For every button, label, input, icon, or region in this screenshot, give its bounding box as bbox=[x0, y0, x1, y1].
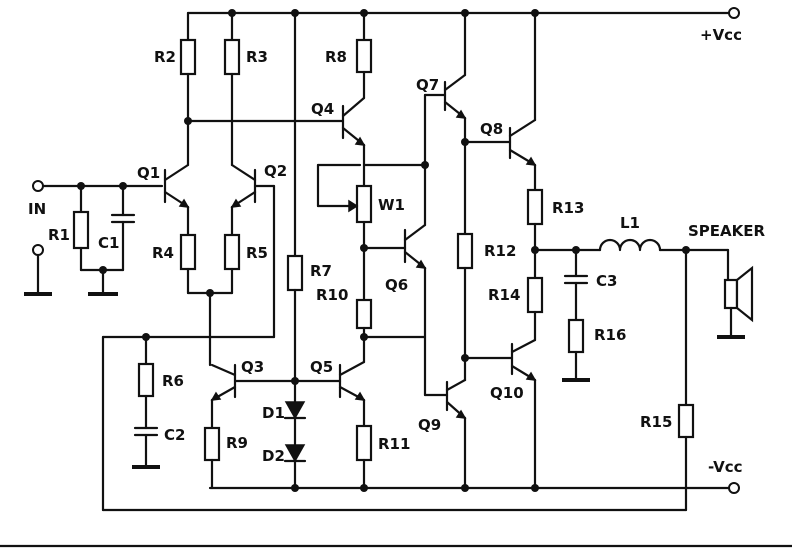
d2-diode bbox=[284, 444, 306, 463]
r11-label: R11 bbox=[378, 435, 410, 453]
d2-label: D2 bbox=[262, 447, 285, 465]
r5-resistor bbox=[223, 233, 241, 271]
r13-label: R13 bbox=[552, 199, 584, 217]
w1-label: W1 bbox=[378, 196, 405, 214]
r10-label: R10 bbox=[316, 286, 348, 304]
negative-rail bbox=[208, 482, 740, 494]
r1-label: R1 bbox=[48, 226, 70, 244]
r3-label: R3 bbox=[246, 48, 268, 66]
r11-resistor bbox=[355, 424, 373, 462]
q1-label: Q1 bbox=[137, 164, 160, 182]
r12-label: R12 bbox=[484, 242, 516, 260]
labels: +Vcc -Vcc IN SPEAKER R1 R2 R3 R4 R5 R6 R… bbox=[28, 26, 766, 476]
r8-label: R8 bbox=[325, 48, 347, 66]
in-label: IN bbox=[28, 200, 46, 218]
r2-label: R2 bbox=[154, 48, 176, 66]
c1-label: C1 bbox=[98, 234, 119, 252]
r7-label: R7 bbox=[310, 262, 332, 280]
l1-label: L1 bbox=[620, 214, 640, 232]
q9-label: Q9 bbox=[418, 416, 441, 434]
d1-diode bbox=[284, 401, 306, 420]
r15-label: R15 bbox=[640, 413, 672, 431]
in-ground-terminal[interactable] bbox=[32, 244, 44, 256]
r8-resistor bbox=[355, 38, 373, 74]
r10-resistor bbox=[355, 298, 373, 330]
output-stage bbox=[423, 11, 544, 490]
output-filter bbox=[533, 238, 754, 512]
r9-resistor bbox=[203, 426, 221, 462]
r6-label: R6 bbox=[162, 372, 184, 390]
r16-resistor bbox=[567, 318, 585, 354]
r5-label: R5 bbox=[246, 244, 268, 262]
w1-potentiometer[interactable] bbox=[355, 184, 373, 224]
r14-resistor bbox=[526, 276, 544, 314]
q3-label: Q3 bbox=[241, 358, 264, 376]
r6-resistor bbox=[137, 362, 155, 398]
feedback-decoupling bbox=[132, 335, 160, 469]
r16-label: R16 bbox=[594, 326, 626, 344]
vcc-pos-label: +Vcc bbox=[700, 26, 742, 44]
c3-label: C3 bbox=[596, 272, 617, 290]
q6-label: Q6 bbox=[385, 276, 408, 294]
r1-resistor bbox=[72, 210, 90, 250]
r9-label: R9 bbox=[226, 434, 248, 452]
r4-label: R4 bbox=[152, 244, 174, 262]
q4-label: Q4 bbox=[311, 100, 334, 118]
r13-resistor bbox=[526, 188, 544, 226]
q2-label: Q2 bbox=[264, 162, 287, 180]
diff-pair bbox=[101, 11, 688, 512]
vcc-pos-terminal[interactable] bbox=[728, 7, 740, 19]
q5-label: Q5 bbox=[310, 358, 333, 376]
l1-inductor bbox=[598, 238, 662, 252]
r12-resistor bbox=[456, 232, 474, 270]
r2-resistor bbox=[179, 38, 197, 76]
q7-label: Q7 bbox=[416, 76, 439, 94]
speaker-label: SPEAKER bbox=[688, 222, 766, 240]
junction-dots bbox=[77, 9, 690, 492]
d1-label: D1 bbox=[262, 404, 285, 422]
r3-resistor bbox=[223, 38, 241, 76]
vcc-neg-label: -Vcc bbox=[708, 458, 743, 476]
r7-resistor bbox=[286, 254, 304, 292]
q10-label: Q10 bbox=[490, 384, 524, 402]
vas-stage bbox=[316, 11, 427, 397]
q8-label: Q8 bbox=[480, 120, 503, 138]
r15-resistor bbox=[677, 403, 695, 439]
in-terminal[interactable] bbox=[32, 180, 44, 192]
positive-rail bbox=[186, 7, 740, 19]
c2-label: C2 bbox=[164, 426, 185, 444]
speaker-icon bbox=[723, 278, 739, 310]
r4-resistor bbox=[179, 233, 197, 271]
vcc-neg-terminal[interactable] bbox=[728, 482, 740, 494]
r14-label: R14 bbox=[488, 286, 520, 304]
input-section bbox=[24, 180, 164, 296]
